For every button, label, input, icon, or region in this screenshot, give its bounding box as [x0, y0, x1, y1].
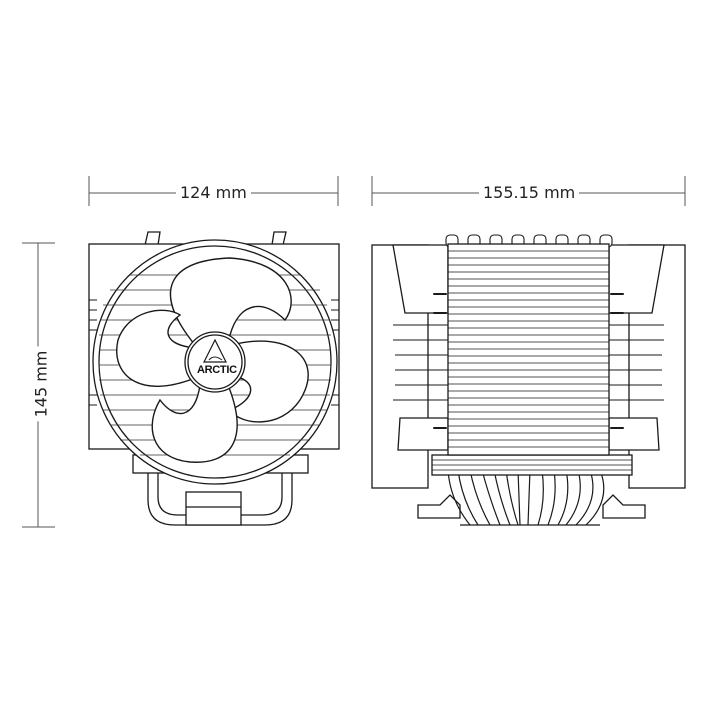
height-dimension-label: 145 mm	[31, 346, 51, 422]
brand-logo: ARCTIC	[197, 364, 237, 376]
width-dimension-label: 124 mm	[176, 184, 251, 202]
depth-dimension-label: 155.15 mm	[479, 184, 580, 202]
